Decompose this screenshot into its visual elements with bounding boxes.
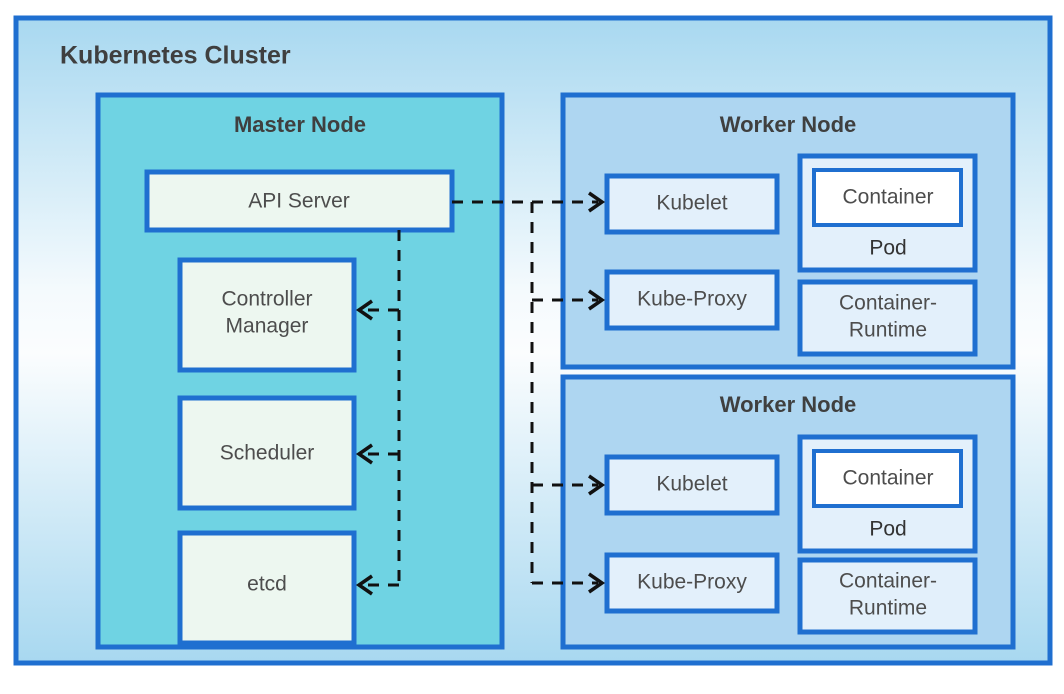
arrowhead-etcd	[355, 574, 373, 596]
worker-node-2-container-runtime-label-line1: Container-	[839, 570, 937, 593]
worker-node-1-kube-proxy[interactable]	[604, 269, 780, 331]
worker-node-1-container-label: Container	[842, 186, 933, 209]
arrowhead-worker2-kubeproxy	[588, 572, 606, 594]
master-component-controller-manager-label-line2: Manager	[226, 315, 309, 338]
worker-node-2-container-runtime-label-line2: Runtime	[849, 597, 927, 620]
worker-node-1-kubelet[interactable]	[604, 173, 780, 235]
worker-node-1-container-runtime[interactable]	[797, 279, 978, 357]
worker-node-2-kubelet-label: Kubelet	[656, 473, 727, 496]
worker-node-1-container-runtime-label-line1: Container-	[839, 292, 937, 315]
worker-node-1-pod-label: Pod	[869, 237, 906, 260]
worker-node-2-pod-label: Pod	[869, 518, 906, 541]
master-component-scheduler[interactable]	[177, 395, 357, 511]
worker-node-1-kube-proxy-label: Kube-Proxy	[637, 288, 747, 311]
arrowhead-worker1-kubeproxy	[588, 289, 606, 311]
arrowhead-worker2-kubelet	[588, 474, 606, 496]
master-component-scheduler-label: Scheduler	[220, 442, 315, 465]
master-component-controller-manager-label-line1: Controller	[221, 288, 312, 311]
worker-node-1-container[interactable]	[812, 168, 963, 227]
worker-node-1-title: Worker Node	[720, 112, 857, 137]
worker-node-1-container-runtime-label-line2: Runtime	[849, 319, 927, 342]
worker-node-2-container-label: Container	[842, 467, 933, 490]
arrowhead-worker1-kubelet	[588, 191, 606, 213]
master-component-api-server[interactable]	[144, 169, 455, 233]
arrowhead-scheduler	[355, 443, 373, 465]
worker-node-2-container-runtime[interactable]	[797, 557, 978, 635]
master-component-etcd[interactable]	[177, 530, 357, 646]
arrowhead-controller-manager	[355, 299, 373, 321]
worker-node-2-kube-proxy-label: Kube-Proxy	[637, 571, 747, 594]
worker-node-2-title: Worker Node	[720, 392, 857, 417]
worker-node-2-kubelet[interactable]	[604, 454, 780, 516]
worker-node-2-kube-proxy[interactable]	[604, 552, 780, 614]
master-component-controller-manager[interactable]	[177, 257, 357, 373]
worker-node-2-container[interactable]	[812, 449, 963, 508]
master-component-etcd-label: etcd	[247, 573, 287, 596]
worker-node-1-kubelet-label: Kubelet	[656, 192, 727, 215]
master-node-title: Master Node	[234, 112, 366, 137]
cluster-title: Kubernetes Cluster	[60, 42, 291, 70]
master-component-api-server-label: API Server	[248, 190, 350, 213]
